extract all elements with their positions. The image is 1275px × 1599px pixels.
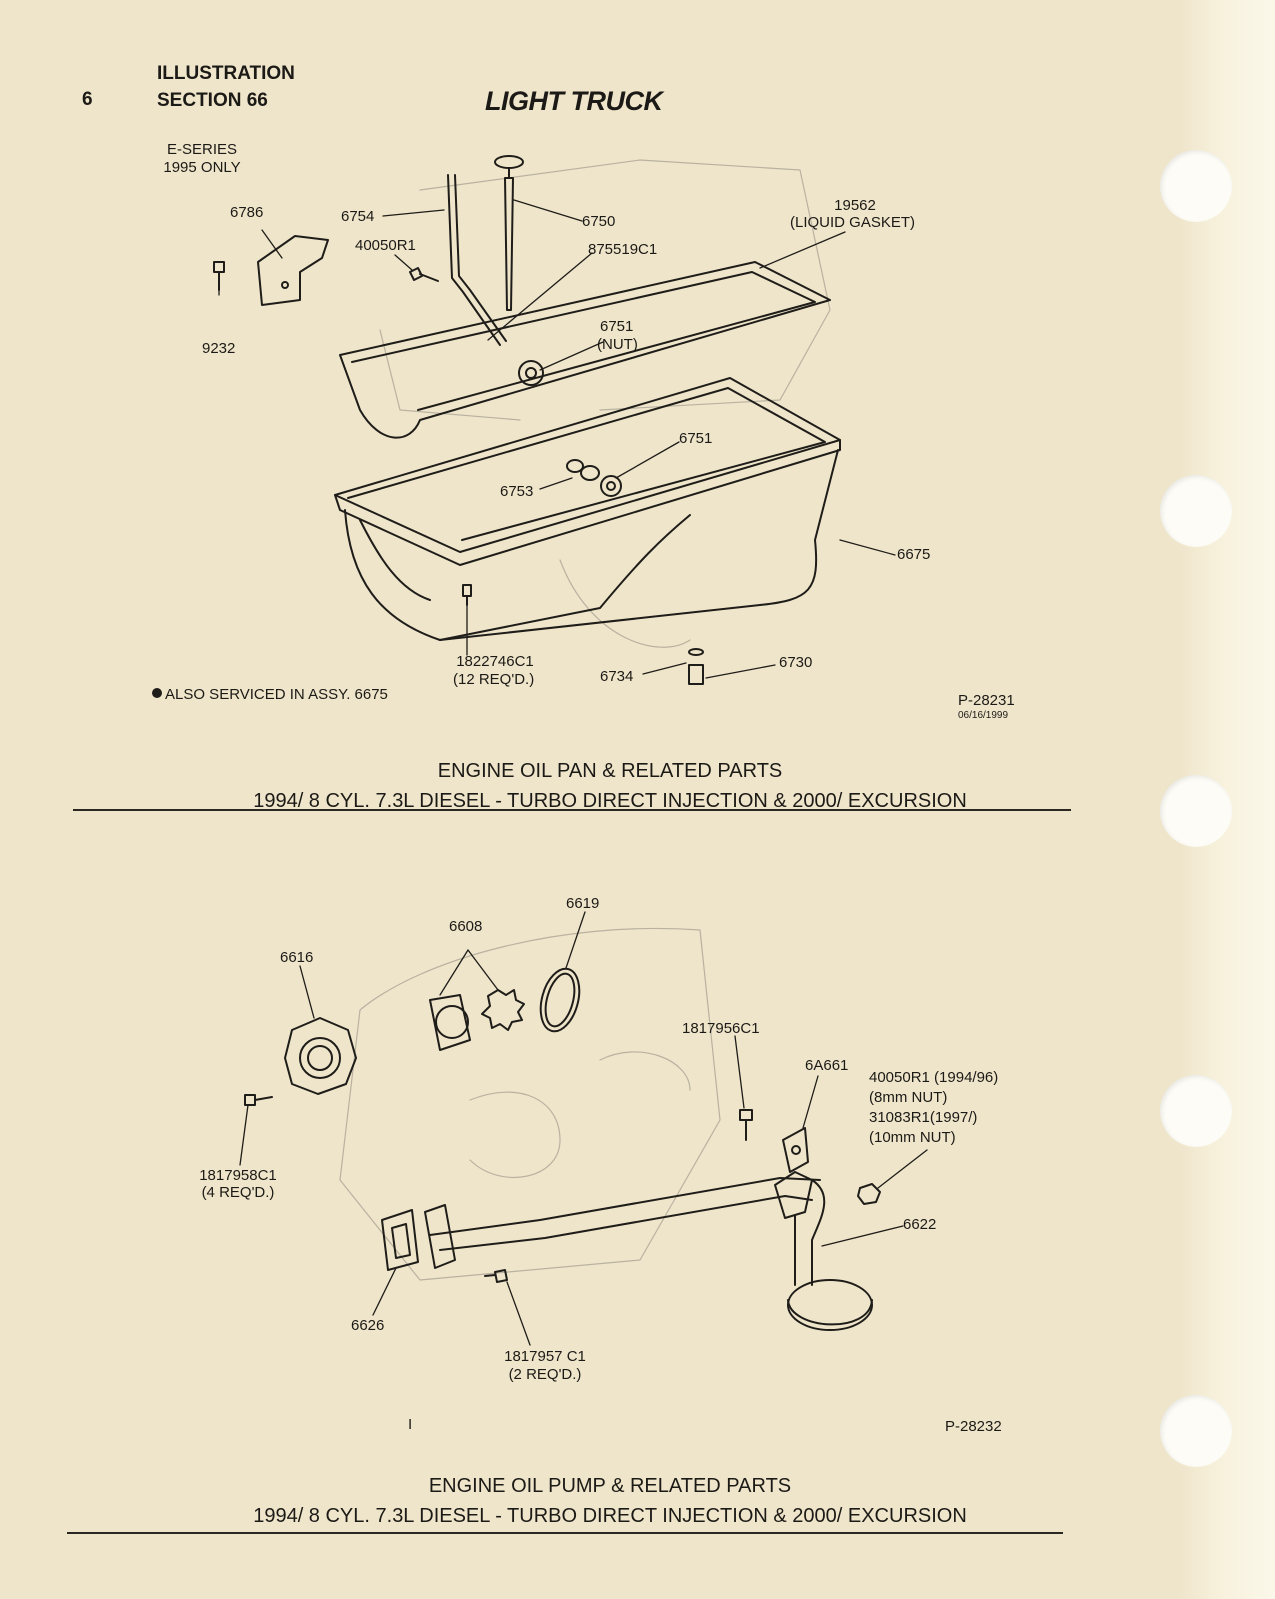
figure1-id: P-28231 [958, 692, 1015, 709]
figure2-id: P-28232 [945, 1418, 1002, 1435]
gear-set [429, 989, 525, 1051]
margin-mark: I [408, 1416, 413, 1433]
label-6751-upper-note: (NUT) [597, 336, 638, 353]
label-1817957c1: 1817957 C1 [504, 1348, 586, 1365]
label-6753: 6753 [500, 483, 534, 500]
bolt-1817957c1 [484, 1269, 508, 1283]
label-1817958c1-note: (4 REQ'D.) [201, 1184, 275, 1201]
label-6626: 6626 [351, 1317, 385, 1334]
label-6622: 6622 [903, 1216, 937, 1233]
label-875519c1: 875519C1 [588, 241, 658, 258]
oil-pickup-tube [429, 1171, 873, 1331]
label-1822746c1: 1822746C1 [456, 653, 534, 670]
label-6730: 6730 [779, 654, 813, 671]
label-1817958c1: 1817958C1 [199, 1167, 277, 1184]
engine-ghost-outline-2 [339, 927, 721, 1281]
leader-lines-fig2 [239, 911, 928, 1346]
label-6751-lower: 6751 [679, 430, 713, 447]
o-ring [539, 967, 581, 1033]
label-6754: 6754 [341, 208, 375, 225]
figure2-caption-title: ENGINE OIL PUMP & RELATED PARTS [428, 1475, 792, 1497]
label-6675: 6675 [897, 546, 931, 563]
figure1-date: 06/16/1999 [958, 710, 1009, 721]
bracket-6a661 [782, 1127, 809, 1173]
label-19562-note: (LIQUID GASKET) [790, 214, 916, 231]
label-e-series-note: 1995 ONLY [163, 159, 241, 176]
engine-ghost-outline [379, 159, 831, 648]
label-6608: 6608 [449, 918, 483, 935]
label-19562: 19562 [834, 197, 876, 214]
section-label: SECTION 66 [157, 90, 268, 111]
pickup-gasket [381, 1204, 456, 1271]
pump-cover [284, 1017, 357, 1095]
label-6751-upper: 6751 [600, 318, 634, 335]
label-40050r1: 40050R1 [355, 237, 416, 254]
drain-plug-6730 [688, 648, 704, 685]
label-31083r1-note: (10mm NUT) [869, 1129, 956, 1146]
label-1822746c1-note: (12 REQ'D.) [453, 671, 535, 688]
label-6619: 6619 [566, 895, 600, 912]
bullet-dot [152, 688, 162, 698]
illustration-label: ILLUSTRATION [157, 63, 295, 84]
figure1-divider [73, 809, 1071, 811]
label-6750: 6750 [582, 213, 616, 230]
drain-plug-bolt [462, 584, 472, 606]
label-9232: 9232 [202, 340, 236, 357]
figure2-divider [67, 1532, 1063, 1534]
label-6734: 6734 [600, 668, 634, 685]
page-number: 6 [82, 89, 93, 110]
liquid-gasket [339, 261, 831, 439]
label-6a661: 6A661 [805, 1057, 849, 1074]
label-6616: 6616 [280, 949, 314, 966]
oil-pan [334, 377, 841, 641]
label-40050r1-fig2-note: (8mm NUT) [869, 1089, 948, 1106]
bracket-6786 [257, 235, 329, 306]
also-serviced-note: ALSO SERVICED IN ASSY. 6675 [165, 686, 388, 703]
label-6786: 6786 [230, 204, 264, 221]
label-1817957c1-note: (2 REQ'D.) [508, 1366, 582, 1383]
label-31083r1: 31083R1(1997/) [869, 1109, 978, 1126]
binder-hole [1160, 1395, 1232, 1467]
figure1-caption-title: ENGINE OIL PAN & RELATED PARTS [437, 760, 783, 782]
page-title: LIGHT TRUCK [485, 86, 663, 116]
bolt-1817956c1 [739, 1109, 753, 1141]
label-40050r1-fig2: 40050R1 (1994/96) [869, 1069, 999, 1086]
binder-hole [1160, 475, 1232, 547]
nut-6751-upper [518, 360, 544, 386]
binder-hole [1160, 1075, 1232, 1147]
bolt-1817958c1 [244, 1094, 273, 1106]
label-1817956c1: 1817956C1 [682, 1020, 760, 1037]
seal-group-6753 [566, 459, 622, 497]
dipstick-tube [447, 174, 507, 346]
dipstick [494, 155, 524, 311]
figure1-caption-subtitle: 1994/ 8 CYL. 7.3L DIESEL - TURBO DIRECT … [253, 790, 967, 812]
figure2-caption-subtitle: 1994/ 8 CYL. 7.3L DIESEL - TURBO DIRECT … [253, 1505, 967, 1527]
label-e-series: E-SERIES [166, 141, 238, 158]
leader-lines-fig1 [218, 199, 896, 679]
nut-40050r1 [857, 1183, 881, 1205]
binder-hole [1160, 775, 1232, 847]
binder-hole [1160, 150, 1232, 222]
bolt-40050r1 [409, 267, 439, 282]
